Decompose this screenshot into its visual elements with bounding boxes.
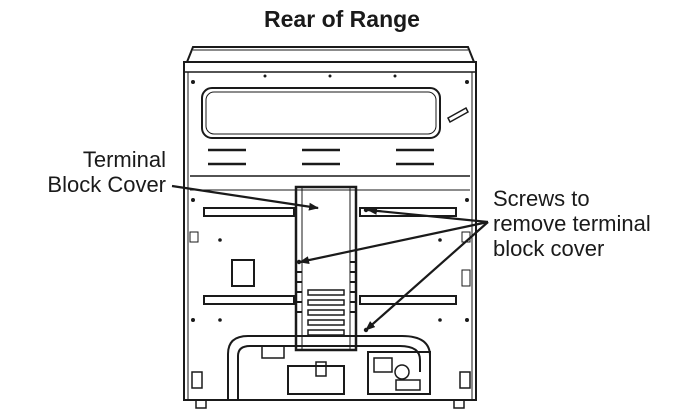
louver-slots [208,148,434,166]
cover-vent-slots [307,289,345,336]
terminal-block-cover [294,185,358,352]
arrow-to-upper-screw [367,206,489,224]
screws-label-line-3: block cover [493,236,605,261]
terminal-block-cover-line-2: Block Cover [47,172,166,197]
gas-regulator [367,351,431,395]
screw-holes [191,74,469,333]
callout-arrows [171,184,489,331]
label-plate [231,259,255,287]
arrow-to-terminal-block-cover [171,184,319,211]
terminal-block-cover-label: Terminal Block Cover [26,147,166,197]
screws-label: Screws to remove terminal block cover [493,186,683,261]
right-rail [359,207,457,217]
arrow-to-middle-screw [299,220,489,265]
vent-panel [201,87,441,139]
screws-label-line-1: Screws to [493,186,590,211]
gas-pipe [227,335,431,400]
arrow-to-lower-screw [365,221,489,331]
diagram-title: Rear of Range [264,6,420,32]
terminal-block-cover-line-1: Terminal [82,147,166,172]
screws-label-line-2: remove terminal [493,211,651,236]
range-top-cap [186,46,475,63]
left-rail [203,207,295,217]
